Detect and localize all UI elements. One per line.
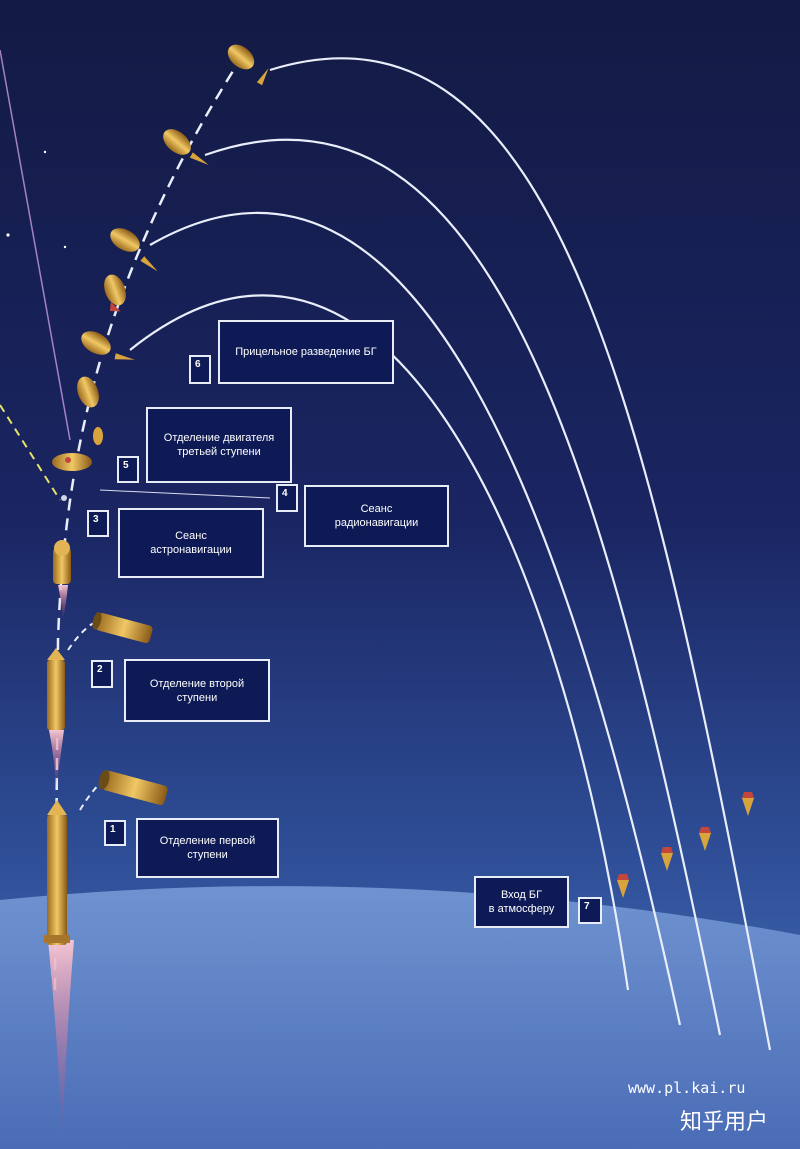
post-boost-vehicle-5 — [110, 228, 140, 252]
step-number-4: 4 — [276, 484, 298, 512]
step-number-1: 1 — [104, 820, 126, 846]
post-boost-vehicle-6 — [163, 129, 191, 155]
separated-second-stage — [92, 611, 153, 644]
step-label-3: Сеанс астронавигации — [118, 508, 264, 578]
third-stage-flame — [58, 585, 68, 620]
post-boost-vehicle-4 — [104, 274, 126, 312]
post-boost-vehicle-3 — [81, 331, 111, 355]
star — [63, 245, 67, 249]
released-warhead-1 — [114, 353, 135, 360]
step-label-1: Отделение первой ступени — [136, 818, 279, 878]
step-label-5: Отделение двигателя третьей ступени — [146, 407, 292, 483]
step-label-2: Отделение второй ступени — [124, 659, 270, 722]
reentry-vehicle-4 — [617, 874, 629, 898]
first-stage-flame — [48, 940, 74, 1140]
released-warhead-4 — [256, 68, 269, 86]
warhead-trajectory-3 — [149, 211, 682, 1026]
warhead-trajectory-1 — [269, 57, 772, 1051]
earth-surface — [0, 886, 800, 1149]
author-watermark: 知乎用户 — [680, 1110, 769, 1135]
step-label-6: Прицельное разведение БГ — [218, 320, 394, 384]
light-streak — [0, 49, 71, 441]
rocket-second-stage — [47, 648, 65, 730]
post-boost-vehicle-2 — [77, 376, 99, 408]
step-number-7: 7 — [578, 897, 602, 924]
step-number-2: 2 — [91, 660, 113, 688]
stage1-separation-path — [79, 774, 111, 811]
post-boost-vehicle-1 — [52, 453, 92, 471]
step-number-5: 5 — [117, 456, 139, 483]
stage2-separation-path — [67, 619, 101, 651]
star — [6, 233, 10, 237]
reentry-vehicle-3 — [661, 847, 673, 871]
released-warhead-3 — [189, 152, 209, 165]
pointer-line — [99, 489, 271, 499]
reentry-vehicle-1 — [742, 792, 754, 816]
source-url-watermark: www.pl.kai.ru — [628, 1079, 746, 1097]
warhead-trajectory-4 — [129, 294, 630, 991]
post-boost-vehicle-7 — [227, 44, 255, 70]
star — [43, 150, 47, 154]
separated-first-stage — [98, 769, 168, 806]
third-stage-bus — [53, 540, 71, 584]
step-label-7: Вход БГ в атмосферу — [474, 876, 569, 928]
star — [61, 495, 67, 501]
warhead-trajectory-2 — [204, 138, 722, 1036]
second-stage-flame — [49, 730, 64, 790]
jettisoned-engine — [93, 427, 103, 445]
step-number-6: 6 — [189, 355, 211, 384]
reentry-vehicle-2 — [699, 827, 711, 851]
step-number-3: 3 — [87, 510, 109, 537]
released-warhead-2 — [140, 256, 158, 272]
dashed-streak — [0, 404, 61, 501]
step-label-4: Сеанс радионавигации — [304, 485, 449, 547]
rocket-first-stage — [44, 800, 70, 945]
